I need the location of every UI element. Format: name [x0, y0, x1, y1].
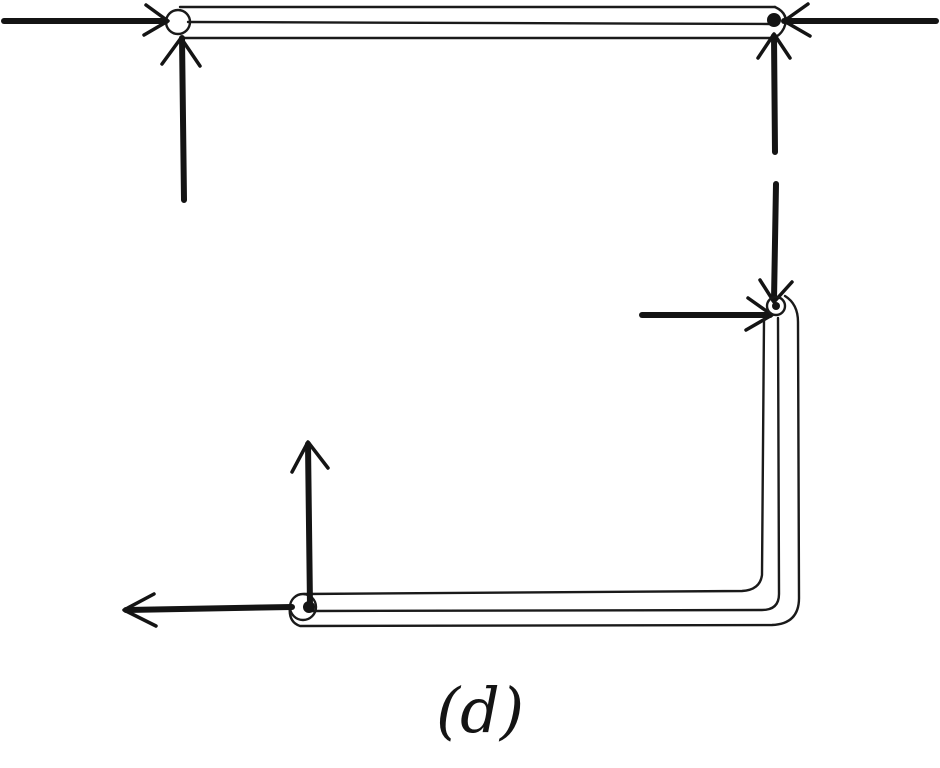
arrow-up-top-right-head: [756, 32, 792, 60]
top-pipe: [178, 5, 787, 40]
arrow-in-mid-right: [639, 296, 774, 332]
l-pipe-inner: [302, 318, 766, 596]
l-pipe-middle: [310, 316, 781, 613]
arrow-up-top-left-shaft: [179, 35, 187, 203]
arrow-up-top-right-shaft: [771, 33, 778, 155]
arrow-up-bottom-left-shaft: [305, 441, 313, 609]
junction-top-right: [767, 13, 781, 27]
top-pipe-inner-mid: [186, 20, 772, 26]
arrow-up-top-left: [160, 35, 202, 203]
arrow-up-bottom-left: [290, 440, 330, 609]
arrow-down-mid-right: [758, 181, 794, 304]
junction-mid-right: [765, 295, 787, 317]
arrow-in-top-left-head: [142, 3, 170, 37]
arrow-in-top-right-head: [782, 2, 812, 38]
arrow-out-bottom-left-head: [122, 592, 158, 628]
arrow-down-mid-right-shaft: [771, 181, 779, 303]
l-pipe-outer: [288, 294, 801, 628]
arrow-up-bottom-left-head: [290, 440, 330, 474]
arrow-up-top-right: [756, 32, 792, 155]
junction-top-left: [164, 8, 192, 36]
arrow-down-mid-right-head: [758, 278, 794, 304]
arrow-out-bottom-left-shaft: [123, 604, 295, 613]
l-pipe: [288, 294, 801, 628]
arrow-up-top-left-head: [160, 36, 202, 68]
junction-mid-right-dot: [772, 302, 780, 310]
arrow-in-top-left: [1, 3, 170, 37]
arrow-out-bottom-left: [122, 592, 295, 628]
arrow-in-top-right: [781, 2, 939, 38]
figure-caption: (d): [435, 674, 525, 747]
